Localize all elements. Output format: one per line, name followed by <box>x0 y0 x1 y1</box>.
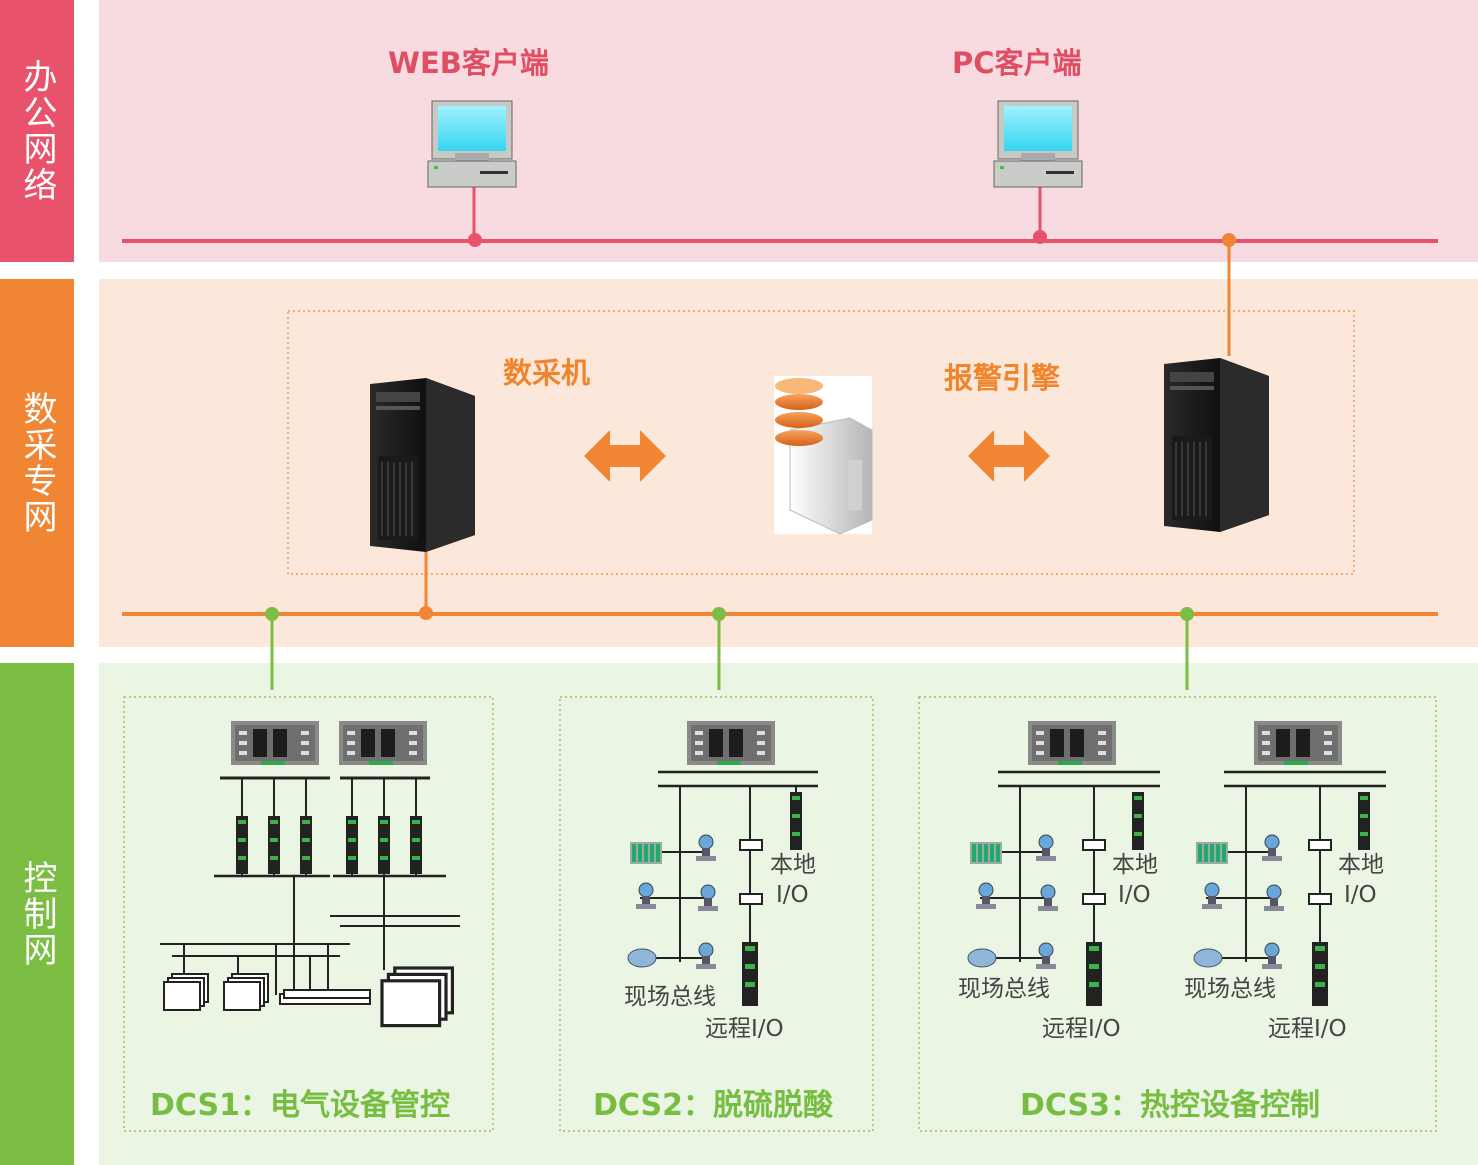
dcs2-local-io-label-1: 本地 <box>770 852 816 878</box>
dcs3-remote-io-label-a: 远程I/O <box>1042 1016 1121 1042</box>
control-network-label: 控制网 <box>0 663 74 1165</box>
web-client-computer-icon <box>427 100 517 188</box>
dcs3-box <box>918 696 1437 1132</box>
dcs3-title: DCS3：热控设备控制 <box>1020 1088 1320 1123</box>
database-server-icon <box>774 376 873 535</box>
acquisition-server-icon <box>370 378 475 552</box>
dcs3-local-io-label-a1: 本地 <box>1112 852 1158 878</box>
dcs3-local-io-label-b2: I/O <box>1344 882 1377 908</box>
dcs2-field-bus-label: 现场总线 <box>624 984 716 1010</box>
bidirectional-arrow-left <box>584 430 666 482</box>
dcs3-local-io-label-b1: 本地 <box>1338 852 1384 878</box>
collect-bus <box>122 552 1438 620</box>
dcs2-remote-io-label: 远程I/O <box>705 1016 784 1042</box>
control-network-band <box>99 663 1478 1165</box>
dcs1-equipment <box>160 721 460 1028</box>
dcs2-equipment <box>627 721 818 1006</box>
acquisition-label: 数采机 <box>503 356 591 390</box>
pc-client-computer-icon <box>993 100 1083 188</box>
dcs3-equipment <box>967 721 1386 1006</box>
dcs3-remote-io-label-b: 远程I/O <box>1268 1016 1347 1042</box>
office-network-label: 办公网络 <box>0 0 74 262</box>
office-network-band <box>99 0 1478 262</box>
pc-client-label: PC客户端 <box>952 46 1082 80</box>
bidirectional-arrow-right <box>968 430 1050 482</box>
collect-network-label: 数采专网 <box>0 279 74 647</box>
collect-group-box <box>287 310 1355 575</box>
control-uplinks <box>265 607 1194 690</box>
alarm-engine-label: 报警引擎 <box>944 361 1061 395</box>
dcs2-box <box>559 696 874 1132</box>
alarm-engine-server-icon <box>1164 358 1269 532</box>
web-client-label: WEB客户端 <box>388 46 549 80</box>
dcs3-local-io-label-a2: I/O <box>1118 882 1151 908</box>
dcs2-local-io-label-2: I/O <box>776 882 809 908</box>
dcs1-title: DCS1：电气设备管控 <box>150 1088 450 1123</box>
dcs3-field-bus-label-a: 现场总线 <box>958 976 1050 1002</box>
dcs3-field-bus-label-b: 现场总线 <box>1184 976 1276 1002</box>
dcs1-box <box>123 696 494 1132</box>
dcs2-title: DCS2：脱硫脱酸 <box>593 1088 833 1123</box>
office-bus <box>122 186 1438 356</box>
